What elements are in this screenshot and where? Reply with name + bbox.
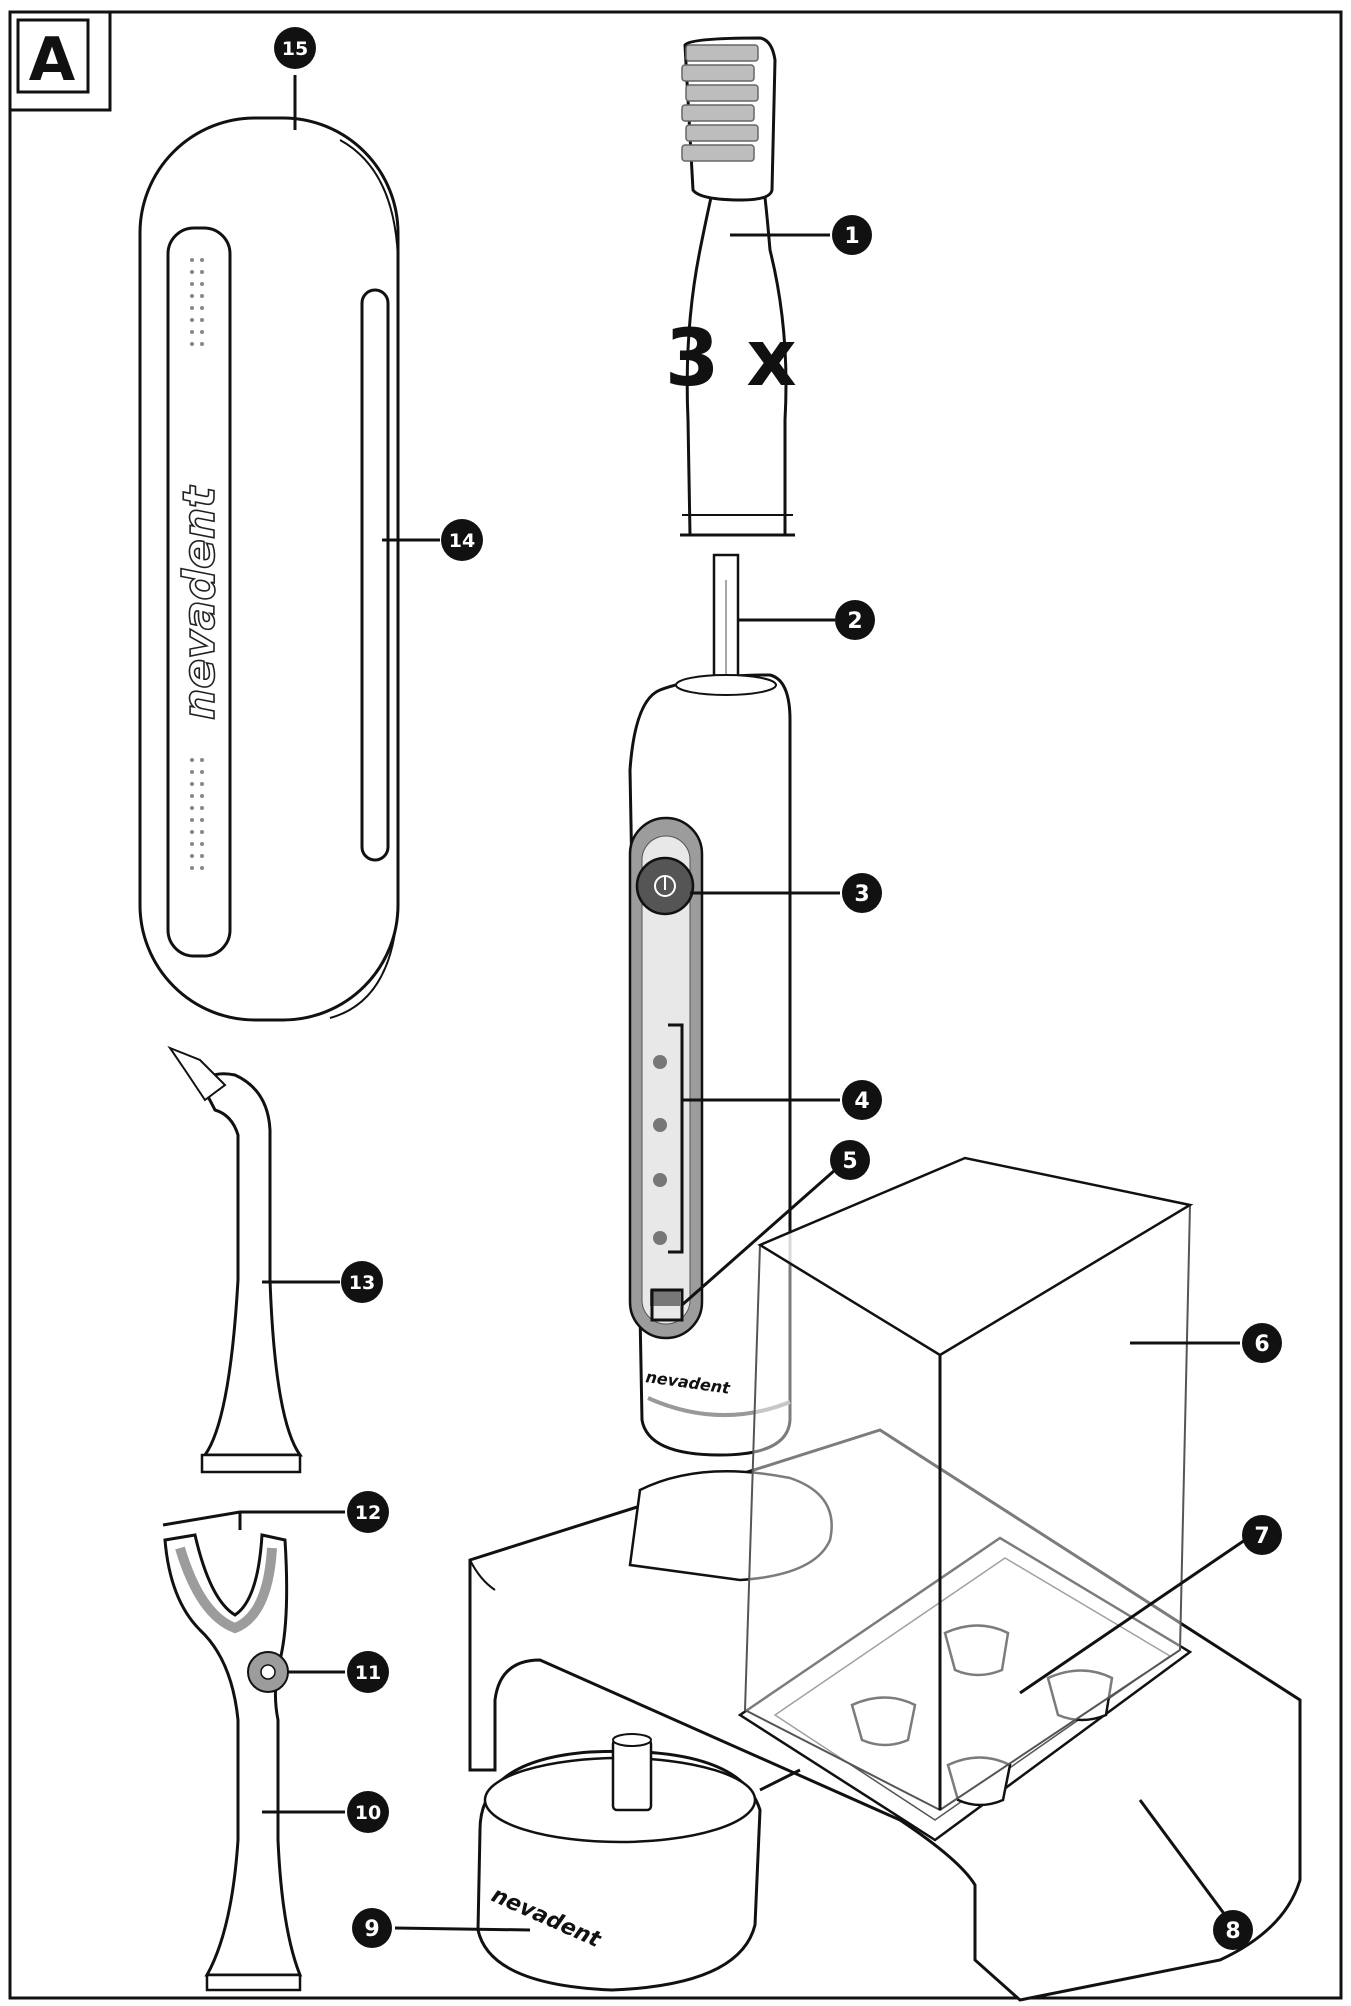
flosser-attachment bbox=[163, 1533, 303, 1992]
charging-station: nevadent bbox=[476, 1733, 801, 1992]
callout-1: 1 bbox=[832, 215, 872, 255]
callout-14: 14 bbox=[441, 519, 483, 561]
toothbrush-handle: nevadent bbox=[628, 673, 792, 1457]
mode-icons bbox=[653, 1055, 667, 1245]
callout-badges: 1 2 3 4 5 6 7 8 9 10 11 12 13 14 15 bbox=[274, 27, 1282, 1950]
svg-text:13: 13 bbox=[349, 1272, 375, 1294]
svg-text:1: 1 bbox=[844, 224, 859, 249]
callout-10: 10 bbox=[347, 1791, 389, 1833]
callout-9: 9 bbox=[352, 1908, 392, 1948]
svg-text:2: 2 bbox=[847, 609, 862, 634]
svg-text:15: 15 bbox=[282, 38, 308, 60]
svg-text:6: 6 bbox=[1254, 1332, 1269, 1357]
brush-head bbox=[680, 36, 795, 537]
case-clip bbox=[360, 288, 390, 862]
svg-text:11: 11 bbox=[355, 1662, 381, 1684]
figure-frame bbox=[8, 10, 1343, 2000]
handle-recess bbox=[628, 1470, 833, 1582]
callout-3: 3 bbox=[842, 873, 882, 913]
mode-button bbox=[650, 1290, 680, 1306]
callout-7: 7 bbox=[1242, 1515, 1282, 1555]
svg-text:9: 9 bbox=[364, 1917, 379, 1942]
bristles bbox=[681, 44, 759, 162]
callout-13: 13 bbox=[341, 1261, 383, 1303]
svg-text:4: 4 bbox=[854, 1089, 869, 1114]
callout-12: 12 bbox=[347, 1491, 389, 1533]
svg-text:14: 14 bbox=[449, 530, 475, 552]
svg-text:3: 3 bbox=[854, 882, 869, 907]
quantity-label: 3 x bbox=[665, 314, 797, 404]
svg-text:10: 10 bbox=[355, 1802, 381, 1824]
callout-8: 8 bbox=[1213, 1910, 1253, 1950]
svg-text:5: 5 bbox=[842, 1149, 857, 1174]
callout-4: 4 bbox=[842, 1080, 882, 1120]
case-window bbox=[166, 226, 232, 958]
interdental-head bbox=[167, 1045, 303, 1474]
callout-11: 11 bbox=[347, 1651, 389, 1693]
panel-letter-box bbox=[8, 10, 112, 112]
cover bbox=[743, 1156, 1194, 1812]
callout-2: 2 bbox=[835, 600, 875, 640]
leader-lines bbox=[162, 75, 1246, 1932]
travel-case: nevadent bbox=[138, 116, 400, 1022]
case-brand-text: nevadent bbox=[174, 485, 225, 720]
drive-shaft bbox=[712, 553, 740, 687]
callout-6: 6 bbox=[1242, 1323, 1282, 1363]
panel-letter: A bbox=[29, 25, 76, 95]
callout-5: 5 bbox=[830, 1140, 870, 1180]
callout-15: 15 bbox=[274, 27, 316, 69]
svg-text:8: 8 bbox=[1225, 1919, 1240, 1944]
svg-text:7: 7 bbox=[1254, 1524, 1269, 1549]
svg-text:12: 12 bbox=[355, 1502, 381, 1524]
